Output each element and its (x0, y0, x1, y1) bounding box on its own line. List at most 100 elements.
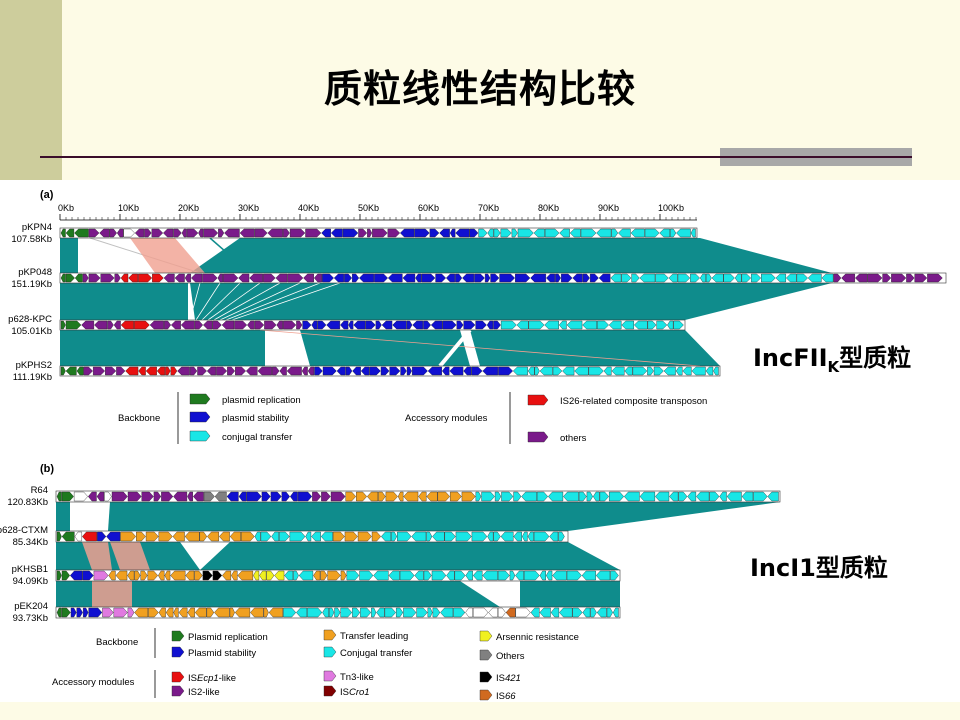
gene-arrow (499, 273, 516, 283)
gene-arrow (406, 366, 412, 376)
gene-arrow (189, 411, 211, 423)
panel-b-plasmid-names: R64120.83Kbp628-CTXM85.34KbpKHSB194.09Kb… (0, 485, 48, 624)
gene-arrow (234, 320, 248, 330)
gene-arrow (60, 320, 66, 330)
gene-arrow (463, 366, 472, 376)
gene-arrow (566, 570, 582, 581)
gene-arrow (156, 366, 166, 376)
homology-link (195, 282, 221, 321)
gene-arrow (559, 607, 573, 618)
gene-arrow (445, 273, 456, 283)
gene-arrow (366, 491, 379, 502)
gene-arrow (120, 273, 129, 283)
gene-arrow (268, 607, 284, 618)
homology-band (130, 238, 205, 273)
gene-arrow (500, 320, 517, 330)
legend-backbone-head: Backbone (118, 413, 160, 424)
gene-arrow (261, 491, 271, 502)
gene-arrow (96, 491, 105, 502)
gene-arrow (311, 531, 321, 542)
gene-arrow (705, 366, 714, 376)
gene-arrow (546, 273, 556, 283)
legend-item-label: others (560, 433, 587, 444)
gene-arrow (539, 607, 551, 618)
gene-arrow (263, 607, 269, 618)
gene-arrow (56, 491, 62, 502)
gene-arrow (301, 366, 308, 376)
gene-arrow (212, 320, 222, 330)
gene-arrow (449, 491, 462, 502)
gene-arrow (283, 320, 297, 330)
gene-arrow (180, 320, 195, 330)
gene-arrow (336, 366, 346, 376)
gene-arrow (374, 273, 388, 283)
gene-arrow (274, 570, 285, 581)
gene-arrow (186, 228, 199, 238)
gene-arrow (586, 491, 593, 502)
gene-arrow (312, 491, 322, 502)
panel-b-homology-blocks (56, 502, 780, 607)
gene-arrow (134, 607, 149, 618)
gene-arrow (271, 531, 280, 542)
homology-band (190, 238, 832, 273)
gene-arrow (170, 570, 186, 581)
gene-arrow (158, 607, 166, 618)
gene-arrow (455, 531, 472, 542)
plasmid-size: 105.01Kb (11, 326, 52, 337)
gene-arrow (371, 607, 377, 618)
gene-arrow (426, 491, 438, 502)
gene-arrow (469, 228, 479, 238)
homology-band (190, 283, 832, 320)
gene-arrow (500, 531, 514, 542)
gene-arrow (238, 273, 250, 283)
gene-arrow (332, 531, 345, 542)
gene-arrow (682, 366, 692, 376)
gene-arrow (237, 570, 254, 581)
gene-arrow (189, 366, 198, 376)
gene-arrow (775, 273, 786, 283)
gene-arrow (170, 366, 178, 376)
gene-arrow (513, 531, 522, 542)
gene-arrow (516, 320, 529, 330)
gene-arrow (598, 273, 611, 283)
homology-link (189, 282, 201, 321)
gene-arrow (705, 273, 712, 283)
gene-arrow (360, 607, 372, 618)
gene-arrow (647, 320, 657, 330)
gene-arrow (669, 491, 679, 502)
gene-arrow (562, 366, 575, 376)
gene-arrow (723, 273, 735, 283)
gene-arrow (512, 366, 528, 376)
gene-arrow (138, 366, 146, 376)
gene-arrow (612, 607, 619, 618)
plasmid-name: pKP048 (18, 267, 52, 278)
gene-arrow (246, 491, 262, 502)
gene-arrow (611, 228, 619, 238)
gene-arrow (61, 607, 71, 618)
gene-arrow (549, 531, 559, 542)
gene-arrow (323, 646, 337, 658)
gene-arrow (164, 570, 171, 581)
gene-arrow (517, 228, 534, 238)
homology-gap (180, 542, 230, 570)
gene-arrow (426, 531, 433, 542)
legend-item-label: ISCro1 (340, 687, 370, 698)
gene-arrow (92, 366, 106, 376)
homology-band (108, 502, 780, 531)
legend-item-label: Tn3-like (340, 672, 374, 683)
gene-arrow (125, 366, 139, 376)
plasmid-name: pKPHS2 (16, 360, 52, 371)
gene-arrow (867, 273, 883, 283)
gene-arrow (400, 366, 407, 376)
gene-arrow (223, 273, 239, 283)
gene-arrow (296, 607, 308, 618)
gene-arrow (596, 228, 612, 238)
gene-arrow (270, 491, 282, 502)
gene-arrow (272, 366, 280, 376)
gene-arrow (170, 320, 181, 330)
homology-band (110, 542, 150, 570)
gene-arrow (297, 491, 313, 502)
gene-arrow (82, 607, 89, 618)
homology-band (56, 581, 620, 607)
